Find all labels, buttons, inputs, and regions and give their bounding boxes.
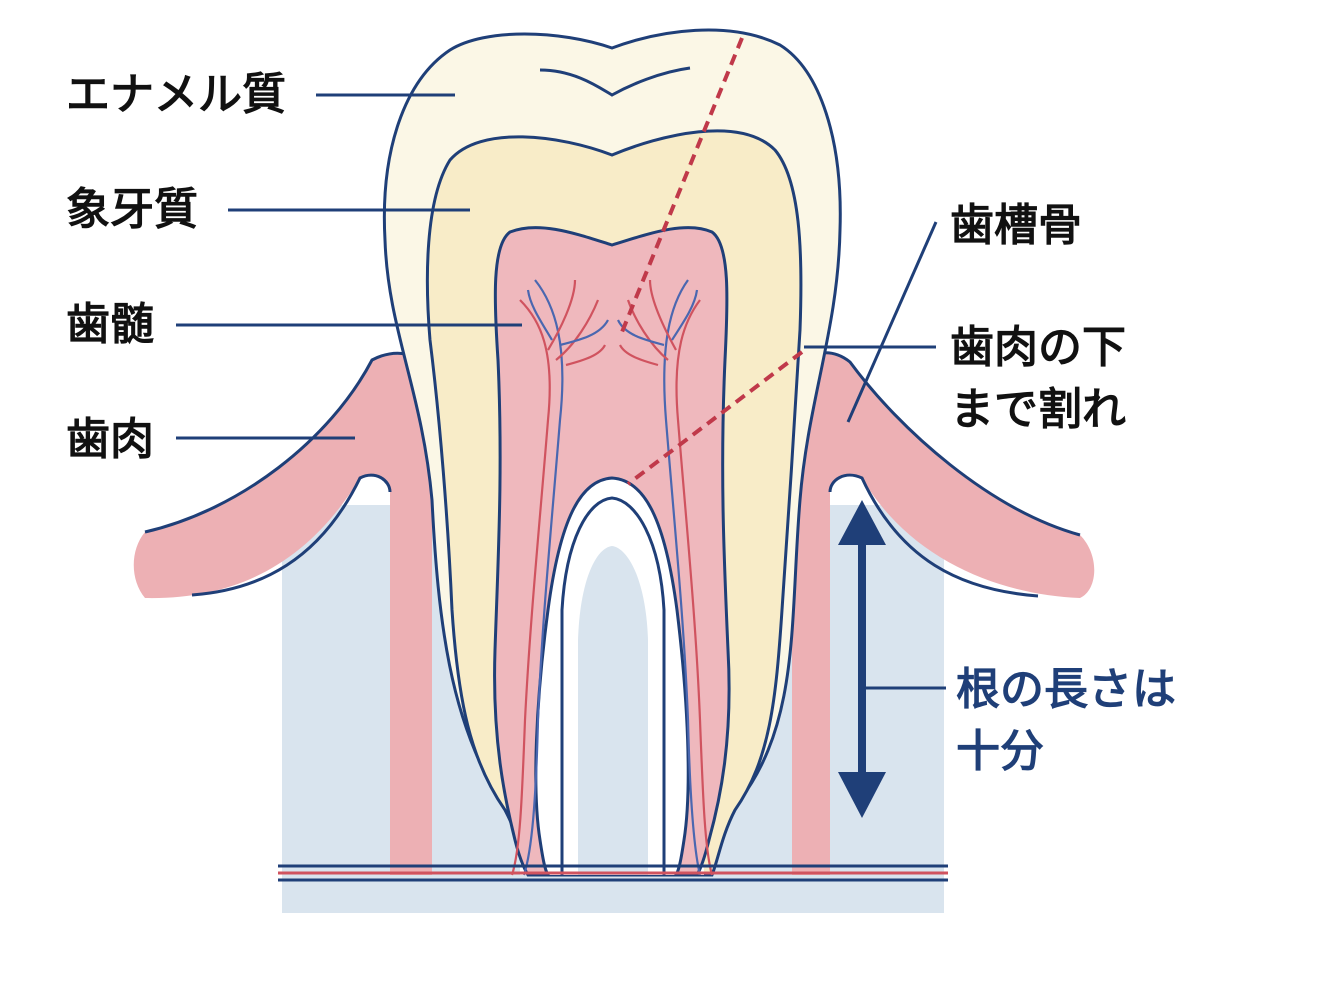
crack-dashed-line-lower: [626, 350, 804, 486]
inner-root-outline: [560, 496, 666, 875]
label-alveolar-bone: 歯槽骨: [950, 200, 1082, 251]
gum-outline-right-lower: [828, 473, 1039, 598]
label-dentin: 象牙質: [66, 184, 198, 235]
gum-outline-left-lower: [191, 473, 392, 597]
label-enamel: エナメル質: [66, 69, 286, 120]
root-length-double-arrow: [838, 500, 886, 818]
pulp-chamber: [493, 226, 731, 877]
label-root-line1: 根の長さは: [956, 664, 1176, 715]
occlusal-groove: [539, 66, 691, 97]
inner-root-fill: [578, 546, 648, 875]
label-crack-line1: 歯肉の下: [950, 322, 1126, 373]
label-root-line2: 十分: [956, 726, 1044, 777]
label-pulp: 歯髄: [66, 299, 154, 350]
pulp-vessels: [510, 279, 714, 876]
label-crack-line2: まで割れ: [950, 384, 1126, 435]
leader-lines: [176, 93, 946, 690]
label-gum: 歯肉: [66, 414, 154, 465]
